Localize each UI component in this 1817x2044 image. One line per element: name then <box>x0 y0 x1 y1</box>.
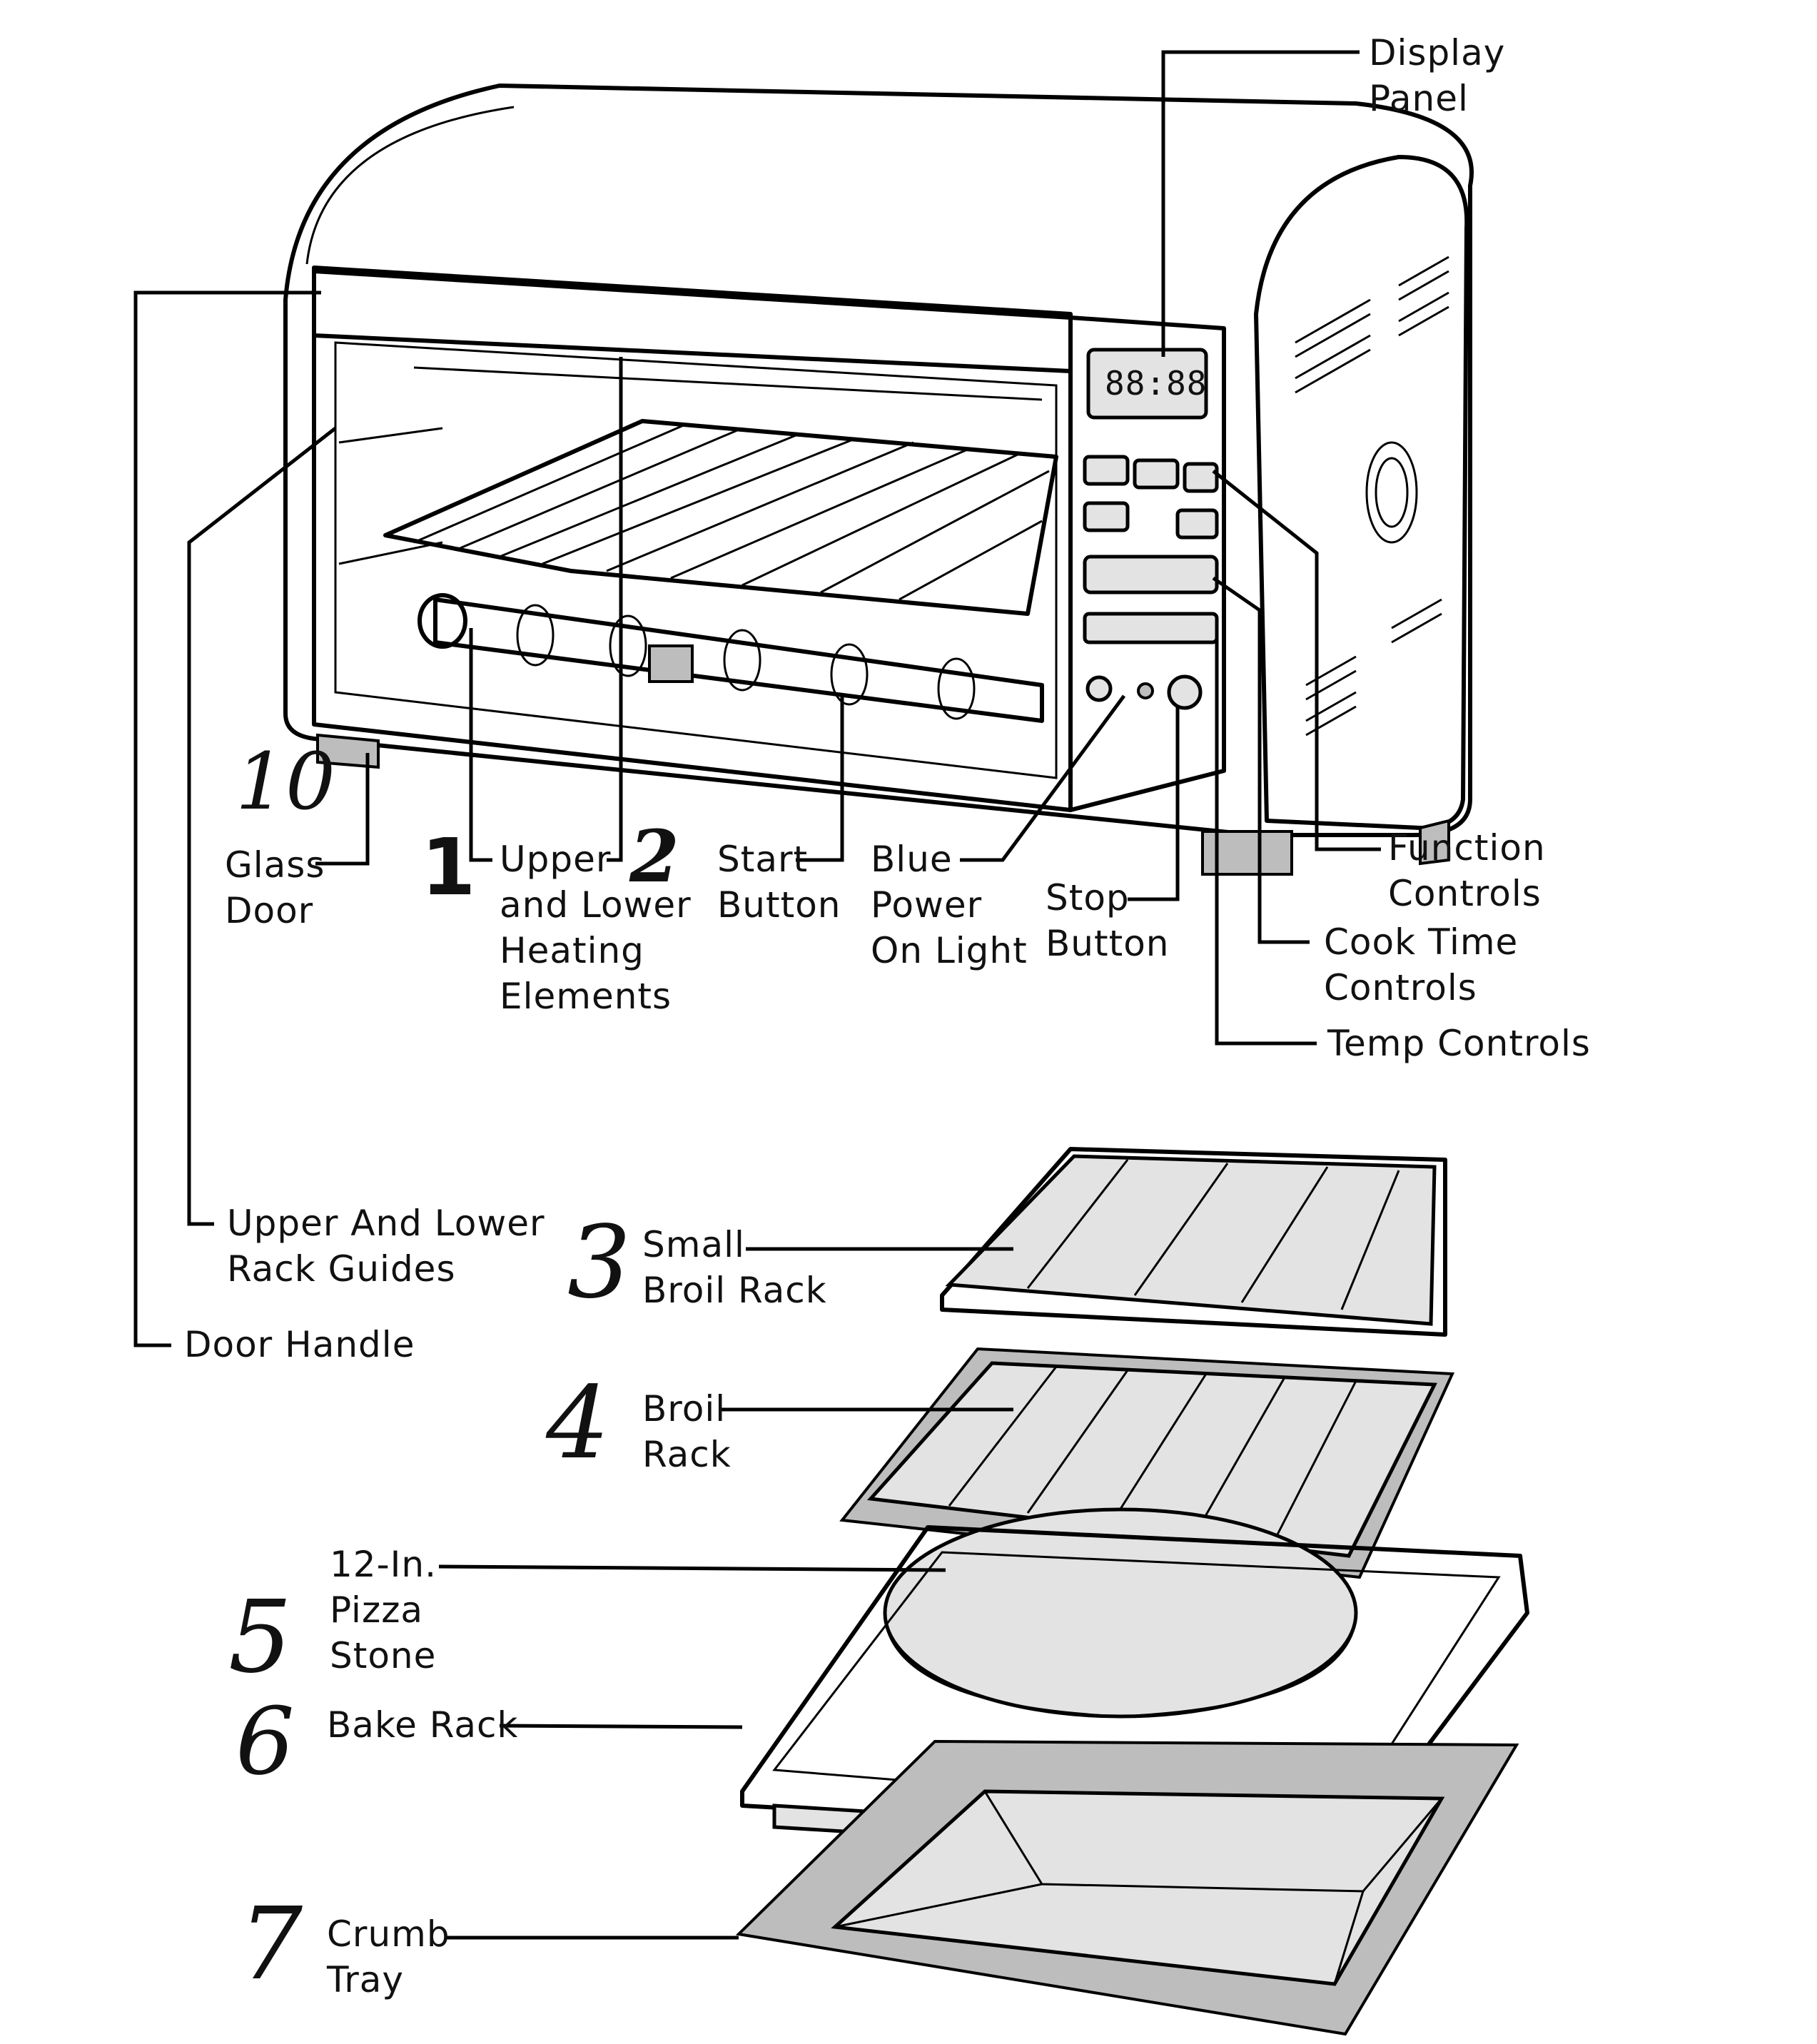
small-broil-rack <box>940 1147 1447 1337</box>
label-blue-light-line2: Power <box>871 884 983 926</box>
label-broil-rack-line1: Broil <box>642 1388 727 1430</box>
label-function-controls-line1: Function <box>1388 827 1546 869</box>
part-number-5: 5 <box>228 1579 293 1696</box>
label-small-broil-rack-line2: Broil Rack <box>642 1270 827 1311</box>
lower-rack-guide <box>338 541 443 565</box>
blue-power-light <box>1137 682 1154 699</box>
part-number-7: 7 <box>239 1886 303 2003</box>
temp-controls[interactable] <box>1083 612 1219 644</box>
label-crumb-tray-line1: Crumb <box>327 1913 450 1955</box>
display-readout: 88:88 <box>1105 364 1208 403</box>
door-handle <box>312 269 1073 373</box>
label-stop-button-line1: Stop <box>1046 877 1130 919</box>
oven-cavity <box>334 341 1058 779</box>
lower-element-leader <box>469 628 492 862</box>
label-temp-controls: Temp Controls <box>1327 1023 1591 1064</box>
lower-heating-element <box>417 593 1044 723</box>
display-panel <box>1086 348 1208 420</box>
oven-shell <box>283 84 1474 837</box>
door-handle-leader <box>133 290 321 1347</box>
label-stop-button-line2: Button <box>1046 923 1170 964</box>
rack-guides-leader <box>187 427 337 1226</box>
upper-rack-guide <box>338 427 443 444</box>
oven-side-panel <box>1254 155 1469 830</box>
element-center-mark <box>648 644 694 683</box>
label-rack-guides-line2: Rack Guides <box>227 1248 456 1290</box>
part-number-3: 3 <box>567 1205 632 1321</box>
label-small-broil-rack-line1: Small <box>642 1224 745 1265</box>
temp-controls-leader <box>1215 628 1317 1046</box>
toaster-oven <box>283 84 1474 876</box>
function-button-1[interactable] <box>1083 455 1130 486</box>
oven-foot-left <box>316 733 380 769</box>
side-logo-ring-inner <box>1375 457 1409 528</box>
bake-rack-leader <box>499 1724 743 1729</box>
label-heating-line3: Heating <box>500 930 644 971</box>
cavity-back-edge <box>413 366 1043 401</box>
upper-element-leader <box>607 357 623 862</box>
label-start-button-line1: Start <box>717 839 809 880</box>
label-cook-time-line1: Cook Time <box>1324 921 1519 963</box>
label-heating-line4: Elements <box>500 976 672 1017</box>
label-bake-rack: Bake Rack <box>327 1704 519 1746</box>
label-door-handle: Door Handle <box>184 1324 415 1365</box>
label-display-panel-line1: Display <box>1369 32 1506 74</box>
function-button-2[interactable] <box>1133 458 1180 490</box>
oven-wire-rack <box>383 419 1058 616</box>
glass-door-leader <box>315 753 370 866</box>
part-number-6: 6 <box>236 1687 295 1796</box>
function-controls-leader <box>1212 470 1381 851</box>
stop-button[interactable] <box>1167 674 1203 710</box>
label-display-panel-line2: Panel <box>1369 78 1469 119</box>
label-blue-light-line3: On Light <box>871 930 1028 971</box>
stop-button-leader <box>1128 707 1180 901</box>
oven-top-curve <box>305 106 515 265</box>
blue-light-leader <box>960 694 1126 862</box>
panel-buttons <box>1083 455 1219 710</box>
side-vents <box>1295 256 1449 737</box>
label-rack-guides-line1: Upper And Lower <box>227 1203 545 1244</box>
label-pizza-stone-line2: Pizza <box>330 1589 424 1631</box>
leader-lines <box>133 50 1381 1940</box>
pizza-stone <box>883 1507 1358 1719</box>
crumb-tray <box>735 1739 1519 2036</box>
part-number-10: 10 <box>236 736 335 827</box>
function-button-3[interactable] <box>1183 462 1219 493</box>
pizza-stone-leader <box>438 1564 946 1572</box>
oven-foot-right <box>1201 830 1293 876</box>
label-glass-door-line1: Glass <box>225 844 325 886</box>
label-pizza-stone-line3: Stone <box>330 1635 437 1676</box>
label-glass-door-line2: Door <box>225 890 314 931</box>
label-crumb-tray-line2: Tray <box>327 1959 404 2000</box>
label-heating-line2: and Lower <box>500 884 692 926</box>
label-pizza-stone-line1: 12-In. <box>330 1544 437 1585</box>
label-broil-rack-line2: Rack <box>642 1434 732 1475</box>
label-blue-light-line1: Blue <box>871 839 953 880</box>
label-heating-line1: Upper <box>500 839 612 880</box>
cook-time-controls[interactable] <box>1083 555 1219 595</box>
part-number-4: 4 <box>546 1365 610 1482</box>
label-cook-time-line2: Controls <box>1324 967 1477 1008</box>
cook-time-leader <box>1212 576 1310 944</box>
part-number-2: 2 <box>629 814 679 899</box>
oven-foot-back <box>1419 819 1450 866</box>
start-button[interactable] <box>1085 675 1113 702</box>
function-button-4[interactable] <box>1083 501 1130 532</box>
side-logo-ring <box>1365 441 1418 544</box>
label-function-controls-line2: Controls <box>1388 873 1542 914</box>
display-panel-leader <box>1161 50 1360 357</box>
function-button-5[interactable] <box>1175 508 1219 540</box>
start-button-leader <box>796 696 844 862</box>
control-panel <box>1068 315 1226 812</box>
label-start-button-line2: Button <box>717 884 841 926</box>
part-number-1: 1 <box>421 821 476 913</box>
